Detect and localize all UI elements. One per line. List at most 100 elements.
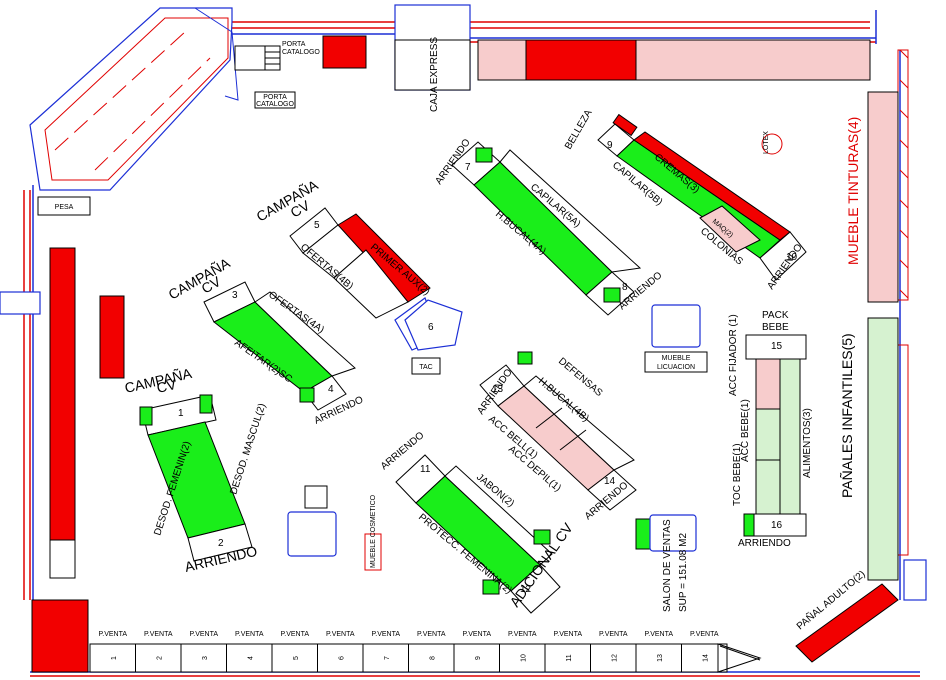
left-red-display bbox=[99, 295, 125, 379]
pack-label: PACK bbox=[762, 310, 789, 321]
acc-fijador-label: ACC FIJADOR (1) bbox=[728, 314, 739, 396]
checkout-number: 7 bbox=[384, 656, 391, 660]
licuacion-line-1: MUEBLE bbox=[662, 355, 691, 362]
porta-label-1: PORTA bbox=[282, 41, 306, 48]
checkout-cell bbox=[499, 643, 546, 673]
checkout-cell bbox=[635, 643, 682, 673]
checkout-cell bbox=[362, 643, 409, 673]
gondola-11-12: 11 12 bbox=[395, 454, 561, 614]
pventa-label: P.VENTA bbox=[326, 631, 355, 638]
gondola-number-1: 1 bbox=[178, 408, 184, 419]
gondola-number-13: 13 bbox=[492, 384, 504, 395]
pventa-label: P.VENTA bbox=[235, 631, 264, 638]
checkout-cell bbox=[544, 643, 591, 673]
checkout-number: 1 bbox=[111, 656, 118, 660]
lotex-label: LOTEX bbox=[763, 131, 770, 154]
campana-label-3: CAMPAÑA bbox=[254, 176, 322, 224]
licuacion-unit bbox=[651, 304, 701, 348]
checkout-cell bbox=[408, 643, 455, 673]
checkout-cell bbox=[135, 643, 182, 673]
gondola-13-14: 13 14 bbox=[479, 351, 637, 511]
left-wall-shelf bbox=[49, 247, 76, 579]
arriendo-label-16: ARRIENDO bbox=[738, 538, 791, 549]
gondola-number-4: 4 bbox=[328, 384, 334, 395]
checkout-cell bbox=[590, 643, 637, 673]
mueble-tinturas-label: MUEBLE TINTURAS(4) bbox=[845, 117, 861, 265]
gondola-7-8: 7 8 bbox=[451, 141, 642, 316]
gondola-1-2: 1 2 bbox=[139, 394, 253, 562]
gondola-5-6: 5 6 bbox=[289, 207, 463, 351]
alimentos-label: ALIMENTOS(3) bbox=[802, 408, 813, 478]
gondola-number-2: 2 bbox=[218, 538, 224, 549]
gondola-number-15: 15 bbox=[771, 341, 783, 352]
lotex-circle bbox=[761, 133, 783, 155]
pventa-label: P.VENTA bbox=[417, 631, 446, 638]
bottom-left-red-block bbox=[31, 599, 89, 673]
pventa-label: P.VENTA bbox=[462, 631, 491, 638]
mueble-cosmetico-box bbox=[364, 533, 382, 571]
pventa-label: P.VENTA bbox=[371, 631, 400, 638]
toc-bebe-label: TOC BEBE(1) bbox=[732, 443, 743, 506]
pventa-label: P.VENTA bbox=[98, 631, 127, 638]
porta-catalogo-box bbox=[254, 91, 296, 109]
gondola-3-4: 3 4 bbox=[203, 281, 356, 411]
bebe-label: BEBE bbox=[762, 322, 789, 333]
checkout-number: 8 bbox=[429, 656, 436, 660]
gondola-number-8: 8 bbox=[622, 282, 628, 293]
pesa-label: PESA bbox=[55, 204, 74, 211]
checkout-number: 3 bbox=[202, 656, 209, 660]
entrance-ramp bbox=[29, 7, 239, 191]
salon-label: SALON DE VENTAS bbox=[662, 519, 673, 612]
belleza-label: BELLEZA bbox=[563, 108, 595, 152]
panales-shelf bbox=[867, 317, 899, 581]
exhibidor-unit bbox=[287, 511, 337, 557]
panal-adulto-shelf bbox=[795, 583, 899, 663]
gondola-number-11: 11 bbox=[420, 464, 431, 475]
pventa-label: P.VENTA bbox=[189, 631, 218, 638]
gondola-number-14: 14 bbox=[604, 476, 616, 487]
checkout-number: 5 bbox=[293, 656, 300, 660]
pventa-label: P.VENTA bbox=[599, 631, 628, 638]
porta-catalogo-text-a: PORTA bbox=[263, 94, 287, 101]
gondola-number-5: 5 bbox=[314, 220, 320, 231]
tac-box bbox=[411, 357, 441, 375]
caja-express: CAJA EXPRESS bbox=[394, 4, 471, 112]
pventa-row: P.VENTA P.VENTA P.VENTA P.VENTA P.VENTA P.VEN… bbox=[98, 631, 718, 638]
porta-label-2: CATALOGO bbox=[282, 49, 320, 56]
checkout-cell bbox=[681, 643, 728, 673]
sup-label: SUP = 151.08 M2 bbox=[678, 533, 689, 612]
pventa-label: P.VENTA bbox=[280, 631, 309, 638]
salon-unit bbox=[649, 514, 697, 552]
caja-express-label: CAJA EXPRESS bbox=[429, 37, 440, 112]
desod-masc-label: DESOD. MASCUL(2) bbox=[228, 402, 268, 496]
checkout-end-arrow bbox=[717, 643, 762, 673]
checkout-cell bbox=[180, 643, 227, 673]
checkout-number: 13 bbox=[657, 654, 664, 662]
acc-bebe-label: ACC BEBE(1) bbox=[740, 399, 751, 462]
pventa-label: P.VENTA bbox=[144, 631, 173, 638]
exhibidor-box bbox=[304, 485, 328, 509]
checkout-number: 14 bbox=[702, 654, 709, 662]
checkout-number: 11 bbox=[566, 654, 573, 661]
mueble-tinturas bbox=[867, 91, 899, 303]
pesa-box bbox=[37, 196, 91, 216]
checkout-number: 2 bbox=[156, 656, 163, 660]
pventa-label: P.VENTA bbox=[508, 631, 537, 638]
checkout-number: 6 bbox=[338, 656, 345, 660]
red-display-top bbox=[322, 35, 367, 69]
porta-catalogo-text-b: CATALOGO bbox=[256, 101, 294, 108]
gondola-number-9: 9 bbox=[607, 140, 613, 151]
checkout-number: 10 bbox=[520, 654, 527, 662]
left-wall-shelf-end bbox=[49, 539, 76, 579]
cv-label-1: CV bbox=[155, 376, 178, 396]
gondola-number-10: 10 bbox=[786, 252, 798, 263]
gondola-number-3: 3 bbox=[232, 290, 238, 301]
gondola-number-6: 6 bbox=[428, 322, 434, 333]
pventa-label: P.VENTA bbox=[553, 631, 582, 638]
pventa-label: P.VENTA bbox=[690, 631, 719, 638]
top-right-shelf bbox=[477, 39, 871, 81]
gondola-number-12: 12 bbox=[520, 584, 532, 595]
panales-label: PAÑALES INFANTILES(5) bbox=[839, 333, 855, 498]
